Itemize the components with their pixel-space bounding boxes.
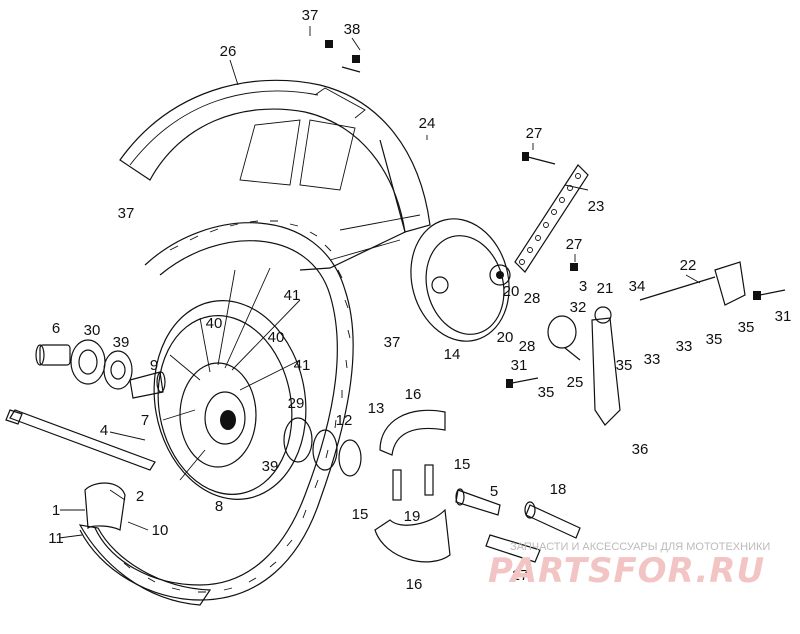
label-8: 8 xyxy=(215,498,223,515)
bolt-31-right xyxy=(753,289,786,300)
label-22: 22 xyxy=(680,257,697,274)
label-41-b: 41 xyxy=(294,357,311,374)
label-23: 23 xyxy=(588,198,605,215)
bolt-37-top xyxy=(325,40,333,48)
label-35-d: 35 xyxy=(538,384,555,401)
label-39-lower: 39 xyxy=(262,458,279,475)
label-33-a: 33 xyxy=(676,338,693,355)
label-34: 34 xyxy=(629,278,646,295)
label-21: 21 xyxy=(597,280,614,297)
label-35-a: 35 xyxy=(738,319,755,336)
label-39-left: 39 xyxy=(113,334,130,351)
label-24: 24 xyxy=(419,115,436,132)
label-37-mid: 37 xyxy=(118,205,135,222)
watermark: ЗАПЧАСТИ И АКСЕССУАРЫ ДЛЯ МОТОТЕХНИКИ PA… xyxy=(488,541,770,591)
bolt-31-left xyxy=(506,377,539,388)
label-37-right: 37 xyxy=(384,334,401,351)
label-15-left: 15 xyxy=(352,506,369,523)
leader-lines xyxy=(58,26,701,539)
label-20-lower: 20 xyxy=(497,329,514,346)
label-27-top: 27 xyxy=(526,125,543,142)
brake-shoe-lower xyxy=(374,508,451,563)
label-19: 19 xyxy=(404,508,421,525)
label-40-b: 40 xyxy=(268,329,285,346)
label-35-c: 35 xyxy=(616,357,633,374)
torque-link xyxy=(514,164,589,273)
rear-wheel xyxy=(78,220,354,606)
label-2: 2 xyxy=(136,488,144,505)
label-1: 1 xyxy=(52,502,60,519)
label-14: 14 xyxy=(444,346,461,363)
seal-39-left xyxy=(103,350,133,390)
brake-panel xyxy=(410,218,511,342)
shoe-springs xyxy=(392,464,434,501)
label-35-b: 35 xyxy=(706,331,723,348)
label-27-lower: 27 xyxy=(566,236,583,253)
label-18: 18 xyxy=(550,481,567,498)
rear-axle xyxy=(5,409,156,471)
label-31-left: 31 xyxy=(511,357,528,374)
label-12: 12 xyxy=(336,412,353,429)
label-33-b: 33 xyxy=(644,351,661,368)
label-10: 10 xyxy=(152,522,169,539)
label-36: 36 xyxy=(632,441,649,458)
part-labels: 26 37 38 24 27 23 37 27 22 20 28 3 21 34… xyxy=(48,7,791,593)
label-25: 25 xyxy=(567,374,584,391)
label-15-right: 15 xyxy=(454,456,471,473)
label-3: 3 xyxy=(579,278,587,295)
label-31-right: 31 xyxy=(775,308,792,325)
label-16-top: 16 xyxy=(405,386,422,403)
label-16-lower: 16 xyxy=(406,576,423,593)
label-13: 13 xyxy=(368,400,385,417)
label-7: 7 xyxy=(141,412,149,429)
label-32: 32 xyxy=(570,299,587,316)
label-9: 9 xyxy=(150,357,158,374)
return-spring xyxy=(547,315,581,361)
part-17 xyxy=(485,534,541,563)
bearing-30 xyxy=(70,339,106,385)
spacer-9 xyxy=(129,371,166,399)
label-40-a: 40 xyxy=(206,315,223,332)
label-37-top: 37 xyxy=(302,7,319,24)
shaft-18 xyxy=(524,501,581,539)
label-11: 11 xyxy=(48,530,64,547)
label-5: 5 xyxy=(490,483,498,500)
label-29: 29 xyxy=(288,395,305,412)
watermark-logo: PARTSFOR.RU xyxy=(488,551,765,591)
bolt-27-lower xyxy=(570,263,578,271)
label-41-a: 41 xyxy=(284,287,301,304)
brake-arm xyxy=(591,306,621,426)
rear-fender xyxy=(119,79,431,271)
seals-right xyxy=(283,417,362,477)
rim-band xyxy=(84,482,126,531)
brake-rod xyxy=(639,261,746,306)
label-28-top: 28 xyxy=(524,290,541,307)
brake-cam xyxy=(455,488,501,516)
label-30: 30 xyxy=(84,322,101,339)
label-6: 6 xyxy=(52,320,60,337)
label-38: 38 xyxy=(344,21,361,38)
label-20-top: 20 xyxy=(503,283,520,300)
label-28-lower: 28 xyxy=(519,338,536,355)
watermark-caption: ЗАПЧАСТИ И АКСЕССУАРЫ ДЛЯ МОТОТЕХНИКИ xyxy=(510,541,770,553)
label-26: 26 xyxy=(220,43,237,60)
label-17: 17 xyxy=(512,567,529,584)
label-4: 4 xyxy=(100,422,108,439)
bolt-38-top xyxy=(341,55,361,73)
bolt-27-top xyxy=(522,152,556,165)
collar-6 xyxy=(35,344,71,366)
brake-shoe-upper xyxy=(379,409,446,456)
